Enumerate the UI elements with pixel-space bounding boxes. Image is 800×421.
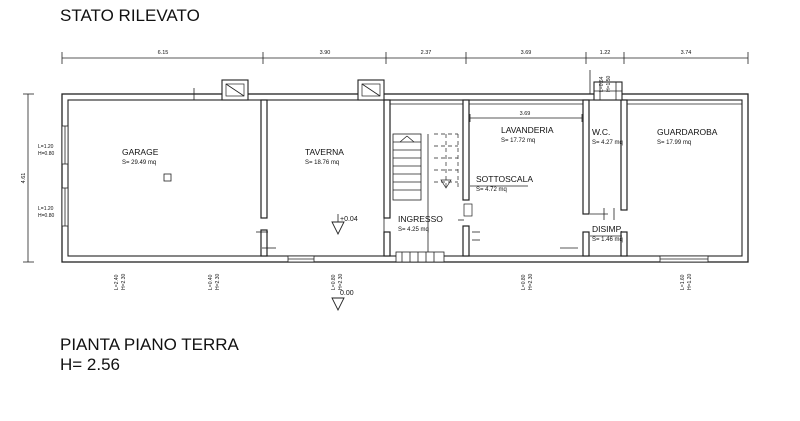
interior-walls — [260, 99, 742, 257]
dim-left: 4.61 — [21, 173, 27, 184]
dim-inner: 3.69 — [520, 111, 531, 117]
room-area-disimpegno: S= 1.46 mq — [592, 237, 623, 243]
room-name-sottoscala: SOTTOSCALA — [476, 174, 533, 184]
ceiling-height-label: H= 2.56 — [60, 355, 121, 374]
room-sottoscala: SOTTOSCALA S= 4.72 mq — [476, 174, 533, 193]
survey-title: STATO RILEVATO — [60, 6, 200, 25]
bottom-note-3-width: L=0.80 — [331, 274, 337, 290]
level-marker-taverna: +0.04 — [331, 214, 358, 236]
room-name-disimpegno: DISIMP. — [592, 224, 623, 234]
room-area-guardaroba: S= 17.99 mq — [657, 140, 691, 146]
bottom-note-4-width: L=0.80 — [521, 274, 527, 290]
left-window-1-height: H=0.80 — [38, 151, 54, 157]
room-name-guardaroba: GUARDAROBA — [657, 127, 718, 137]
room-disimpegno: DISIMP. S= 1.46 mq — [592, 224, 623, 243]
room-name-wc: W.C. — [592, 127, 610, 137]
left-dimension-line: 4.61 — [21, 93, 34, 263]
top-wc-window-width: L=0.64 — [599, 76, 605, 92]
bottom-openings — [256, 231, 709, 263]
disimpegno-doors — [590, 208, 622, 237]
room-area-ingresso: S= 4.25 mq — [398, 227, 429, 233]
bottom-note-1-width: L=2.40 — [114, 274, 120, 290]
bottom-note-1-height: H=2.30 — [121, 274, 127, 290]
bottom-note-3-height: H=2.30 — [338, 274, 344, 290]
top-wc-window-height: H=1.50 — [606, 76, 612, 92]
room-name-ingresso: INGRESSO — [398, 214, 443, 224]
level-marker-outside: 0.00 — [331, 290, 354, 312]
bottom-note-2-height: H=2.30 — [215, 274, 221, 290]
room-area-lavanderia: S= 17.72 mq — [501, 138, 535, 144]
room-area-taverna: S= 18.76 mq — [305, 160, 339, 166]
bottom-note-5-height: H=1.20 — [687, 274, 693, 290]
garage-pillar — [163, 173, 172, 182]
room-ingresso: INGRESSO S= 4.25 mq — [398, 214, 443, 233]
left-window-1-width: L=1.20 — [38, 144, 54, 150]
dim-top-1: 6.15 — [158, 50, 169, 56]
left-window-2-height: H=0.80 — [38, 213, 54, 219]
left-windows: L=1.20 H=0.80 L=1.20 H=0.80 — [38, 125, 69, 227]
room-area-wc: S= 4.27 mq — [592, 140, 623, 146]
room-name-taverna: TAVERNA — [305, 147, 344, 157]
room-name-lavanderia: LAVANDERIA — [501, 125, 554, 135]
dim-top-3: 2.37 — [421, 50, 432, 56]
room-area-garage: S= 29.49 mq — [122, 160, 156, 166]
top-shafts — [193, 70, 623, 101]
bottom-note-2-width: L=0.40 — [208, 274, 214, 290]
bottom-note-4-height: H=2.30 — [528, 274, 534, 290]
staircase — [383, 133, 473, 252]
level-taverna: +0.04 — [340, 216, 358, 223]
room-lavanderia: LAVANDERIA S= 17.72 mq — [501, 125, 554, 144]
room-area-sottoscala: S= 4.72 mq — [476, 187, 507, 193]
dim-top-4: 3.69 — [521, 50, 532, 56]
bottom-note-5-width: L=1.60 — [680, 274, 686, 290]
level-outside: 0.00 — [340, 290, 354, 297]
room-taverna: TAVERNA S= 18.76 mq — [305, 147, 344, 166]
dim-top-6: 3.74 — [681, 50, 692, 56]
plan-title: PIANTA PIANO TERRA — [60, 335, 239, 354]
left-window-2-width: L=1.20 — [38, 206, 54, 212]
dim-top-2: 3.90 — [320, 50, 331, 56]
room-garage: GARAGE S= 29.49 mq — [122, 147, 159, 166]
dim-top-5: 1.22 — [600, 50, 611, 56]
room-guardaroba: GUARDAROBA S= 17.99 mq — [657, 127, 718, 146]
bottom-window-notes: L=2.40 H=2.30 L=0.40 H=2.30 L=0.80 H=2.3… — [114, 76, 693, 290]
room-wc: W.C. S= 4.27 mq — [592, 127, 623, 146]
room-name-garage: GARAGE — [122, 147, 159, 157]
top-dimension-line: 6.15 3.90 2.37 3.69 1.22 3.74 — [61, 50, 749, 64]
inner-dimension-line: 3.69 — [469, 111, 583, 187]
